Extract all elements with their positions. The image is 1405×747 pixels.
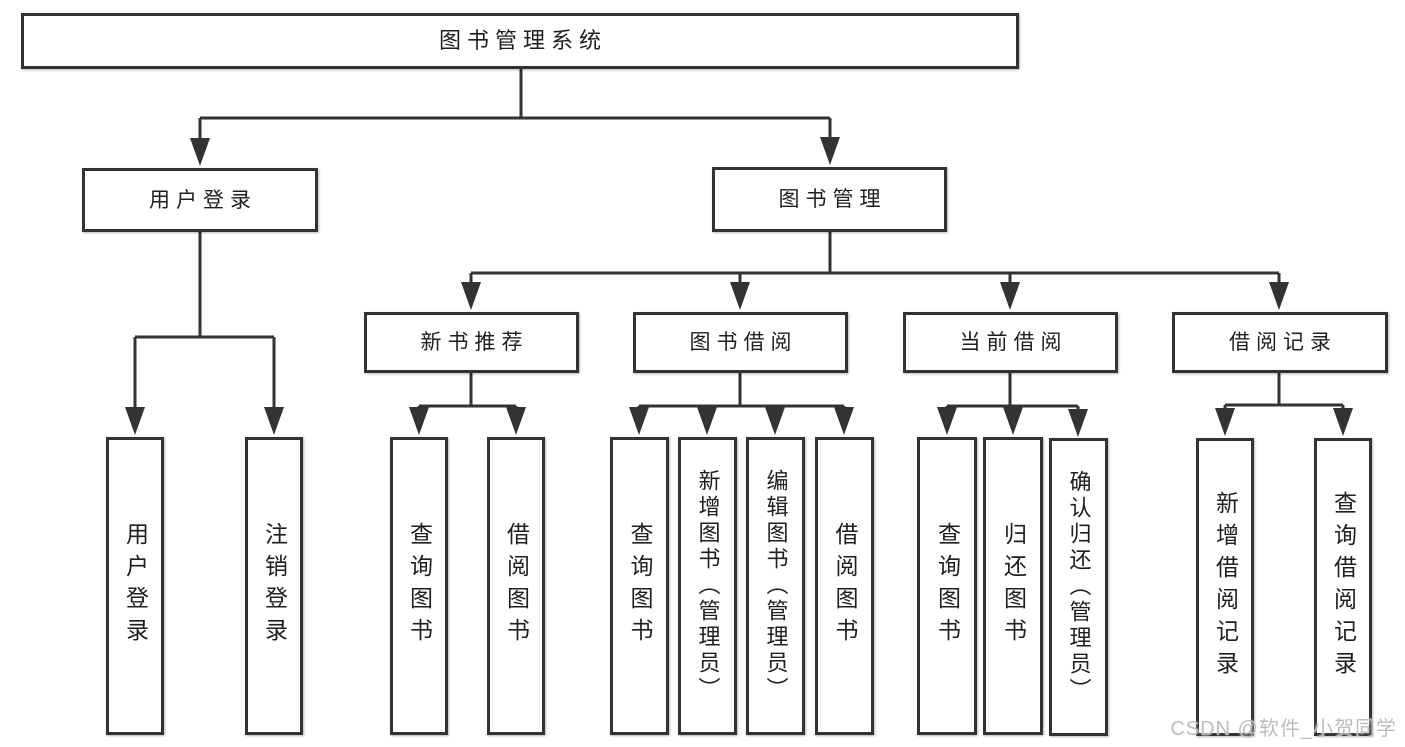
- leaf-label: 查询图书: [406, 522, 433, 650]
- connector-arrowheads: [125, 137, 1353, 437]
- leaf-query-books-current: 查询图书: [917, 437, 977, 735]
- leaf-label: 查询借阅记录: [1330, 491, 1357, 683]
- leaf-logout: 注销登录: [245, 437, 303, 735]
- node-label: 用户登录: [149, 188, 257, 212]
- leaf-confirm-return-admin: 确认归还（管理员）: [1049, 438, 1108, 736]
- node-borrowing-records: 借阅记录: [1172, 312, 1388, 373]
- leaf-query-borrow-record: 查询借阅记录: [1314, 438, 1372, 736]
- leaf-label: 查询图书: [934, 522, 961, 650]
- csdn-watermark: CSDN @软件_小贺同学: [1170, 718, 1397, 740]
- node-label: 借阅记录: [1229, 331, 1337, 354]
- leaf-return-books: 归还图书: [983, 437, 1043, 735]
- leaf-label: 用户登录: [122, 522, 149, 650]
- leaf-borrow-books-recommendation: 借阅图书: [487, 437, 545, 735]
- leaf-label: 确认归还（管理员）: [1066, 470, 1092, 704]
- leaf-label: 借阅图书: [503, 522, 530, 650]
- node-user-login: 用户登录: [82, 168, 318, 232]
- node-current-borrowing: 当前借阅: [903, 312, 1118, 373]
- node-book-management: 图书管理: [712, 167, 947, 232]
- leaf-query-books-borrowing: 查询图书: [610, 437, 669, 735]
- node-label: 图书管理: [778, 188, 887, 211]
- leaf-add-books-admin: 新增图书（管理员）: [678, 437, 737, 735]
- leaf-label: 注销登录: [261, 522, 288, 650]
- leaf-borrow-books-borrowing: 借阅图书: [815, 437, 874, 735]
- node-library-management-system: 图书管理系统: [21, 13, 1019, 69]
- leaf-label: 新增借阅记录: [1212, 491, 1239, 683]
- leaf-query-books-recommendation: 查询图书: [390, 437, 448, 735]
- node-label: 当前借阅: [959, 331, 1068, 354]
- leaf-label: 查询图书: [627, 522, 653, 650]
- leaf-label: 编辑图书（管理员）: [763, 469, 789, 703]
- node-label: 新书推荐: [420, 331, 529, 354]
- node-new-book-recommendation: 新书推荐: [364, 312, 579, 373]
- leaf-label: 借阅图书: [832, 522, 858, 650]
- leaf-user-login: 用户登录: [106, 437, 164, 735]
- leaf-label: 新增图书（管理员）: [695, 469, 721, 703]
- node-label: 图书借阅: [689, 331, 798, 354]
- node-label: 图书管理系统: [438, 28, 607, 53]
- leaf-label: 归还图书: [1000, 522, 1027, 650]
- node-book-borrowing: 图书借阅: [633, 312, 848, 373]
- leaf-edit-books-admin: 编辑图书（管理员）: [746, 437, 805, 735]
- leaf-add-borrow-record: 新增借阅记录: [1196, 438, 1254, 736]
